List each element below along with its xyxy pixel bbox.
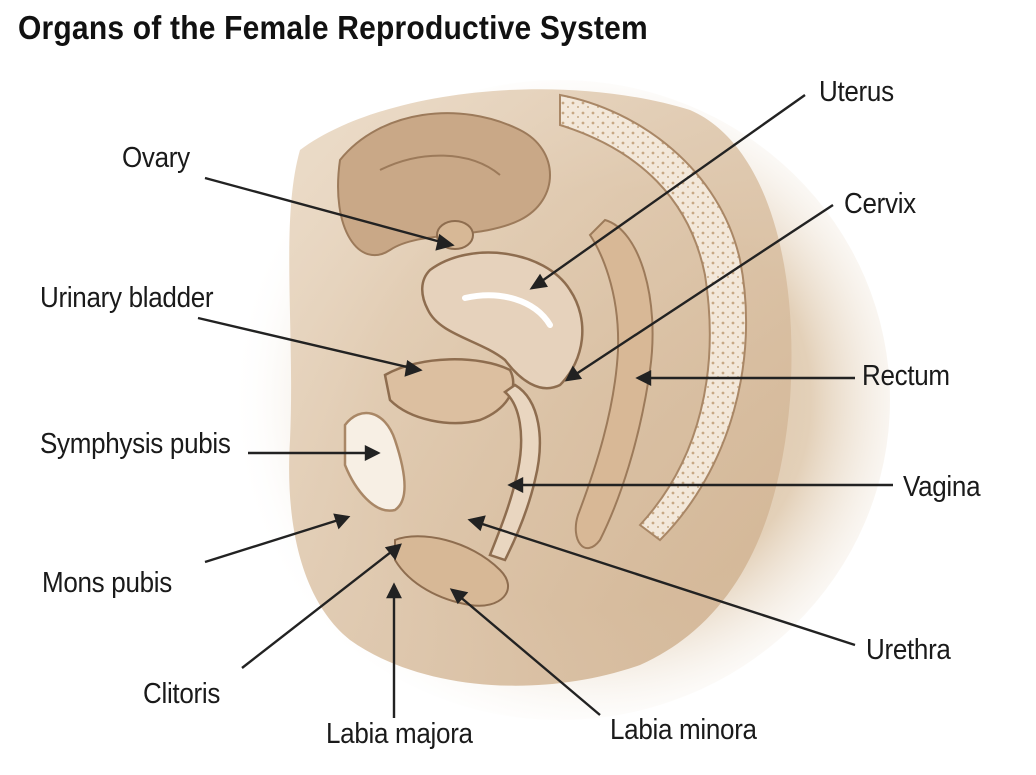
sacrum bbox=[559, 93, 748, 542]
label-clitoris: Clitoris bbox=[143, 676, 221, 710]
intestines bbox=[337, 112, 551, 257]
label-urinary-bladder: Urinary bladder bbox=[40, 280, 214, 314]
external-genitalia bbox=[394, 535, 510, 607]
pubic-bone bbox=[343, 411, 406, 512]
label-labia-minora: Labia minora bbox=[610, 712, 757, 746]
leader-lines bbox=[197, 94, 893, 718]
vagina-organ bbox=[488, 383, 541, 562]
label-vagina: Vagina bbox=[903, 469, 981, 503]
label-rectum: Rectum bbox=[862, 358, 950, 392]
label-urethra: Urethra bbox=[866, 632, 951, 666]
label-symphysis-pubis: Symphysis pubis bbox=[40, 426, 231, 460]
label-uterus: Uterus bbox=[819, 74, 894, 108]
label-mons-pubis: Mons pubis bbox=[42, 565, 172, 599]
bladder-organ bbox=[383, 358, 515, 425]
label-ovary: Ovary bbox=[122, 140, 190, 174]
rectum-organ bbox=[574, 218, 654, 549]
diagram-title: Organs of the Female Reproductive System bbox=[18, 10, 648, 47]
label-cervix: Cervix bbox=[844, 186, 916, 220]
label-labia-majora: Labia majora bbox=[326, 716, 473, 750]
